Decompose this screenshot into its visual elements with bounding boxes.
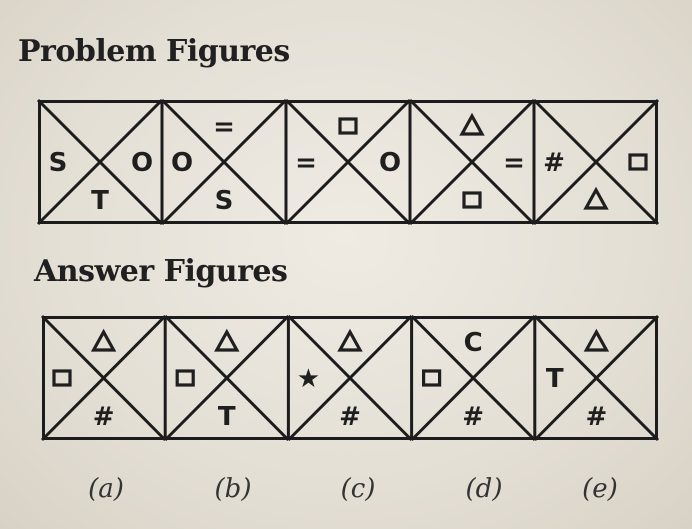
problem-figure-4-right-symbol: = xyxy=(503,148,525,178)
answer-figure-4-bottom-symbol: # xyxy=(462,402,484,432)
answer-figures-heading: Answer Figures xyxy=(34,254,288,289)
problem-figure-5-bottom-triangle-icon xyxy=(583,186,609,210)
problem-figure-3-top-square-icon xyxy=(338,117,358,135)
answer-figure-3-left-symbol: ★ xyxy=(297,364,320,394)
answer-figure-5-top-triangle-icon xyxy=(583,328,610,352)
answer-figure-5: #T xyxy=(533,314,660,442)
problem-figure-1: TS O xyxy=(36,98,164,226)
problem-figure-1-right-symbol: O xyxy=(131,148,153,178)
answer-figure-2-top-triangle-icon xyxy=(214,328,240,352)
answer-figure-3: #★ xyxy=(286,314,413,442)
answer-figure-5-left-symbol: T xyxy=(546,364,564,394)
problem-figure-2: = SO xyxy=(160,98,288,226)
problem-figure-3: =O xyxy=(284,98,412,226)
answer-figure-1: # xyxy=(40,314,167,442)
answer-figure-5-bottom-symbol: # xyxy=(586,402,608,432)
problem-figure-4-bottom-square-icon xyxy=(462,191,482,209)
problem-figure-5: # xyxy=(532,98,660,226)
problem-figures-heading: Problem Figures xyxy=(18,34,290,69)
answer-figure-4: C# xyxy=(410,314,536,442)
answer-figure-1-left-square-icon xyxy=(52,369,72,387)
problem-figure-1-left-symbol: S xyxy=(49,148,68,178)
option-label-a: (a) xyxy=(88,474,124,504)
answer-figure-4-top-symbol: C xyxy=(464,328,483,358)
problem-frame xyxy=(38,100,658,224)
problem-figure-3-left-symbol: = xyxy=(295,148,317,178)
answer-figures-strip: #T#★C##T xyxy=(40,314,660,442)
problem-figure-3-right-symbol: O xyxy=(379,148,401,178)
problem-figure-2-left-symbol: O xyxy=(171,148,193,178)
problem-figure-2-bottom-symbol: S xyxy=(215,186,234,216)
option-label-b: (b) xyxy=(214,474,252,504)
answer-figure-1-top-triangle-icon xyxy=(90,328,117,352)
problem-figure-2-top-symbol: = xyxy=(213,112,235,142)
answer-figure-1-bottom-symbol: # xyxy=(93,402,115,432)
option-label-c: (c) xyxy=(340,474,376,504)
answer-figure-3-bottom-symbol: # xyxy=(339,402,361,432)
answer-figure-3-top-triangle-icon xyxy=(337,328,363,352)
answer-frame xyxy=(42,316,658,440)
answer-figure-2-bottom-symbol: T xyxy=(218,402,236,432)
option-label-e: (e) xyxy=(582,474,618,504)
answer-figure-4-left-square-icon xyxy=(422,369,442,387)
problem-figure-1-bottom-symbol: T xyxy=(91,186,109,216)
problem-figure-5-left-symbol: # xyxy=(543,148,565,178)
answer-figure-2: T xyxy=(163,314,290,442)
problem-figure-5-right-square-icon xyxy=(628,153,648,171)
answer-figure-2-left-square-icon xyxy=(175,369,195,387)
problem-figure-4: = xyxy=(408,98,536,226)
option-label-d: (d) xyxy=(465,474,503,504)
problem-figure-4-top-triangle-icon xyxy=(459,112,485,136)
